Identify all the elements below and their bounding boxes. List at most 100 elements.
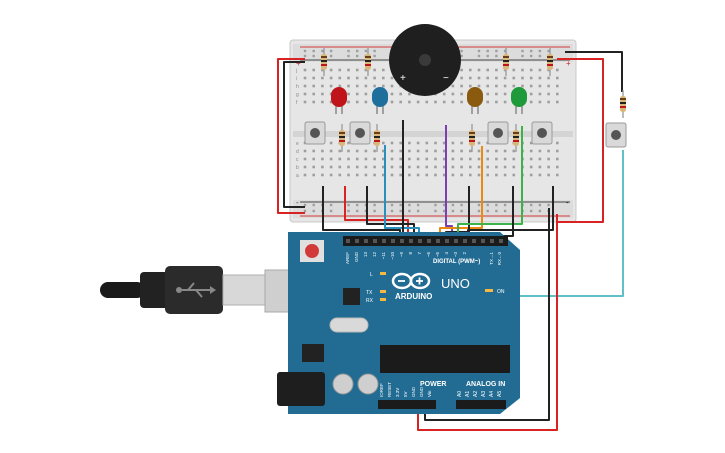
breadboard-hole[interactable]: [312, 165, 315, 169]
header-pin[interactable]: [355, 239, 359, 243]
breadboard-hole[interactable]: [408, 92, 411, 96]
breadboard-hole[interactable]: [355, 84, 359, 88]
breadboard-hole[interactable]: [329, 76, 333, 80]
breadboard-hole[interactable]: [312, 84, 315, 88]
rail-hole[interactable]: [538, 203, 542, 207]
breadboard-hole[interactable]: [364, 173, 368, 177]
rail-hole[interactable]: [521, 49, 524, 53]
breadboard-hole[interactable]: [451, 149, 455, 153]
breadboard-hole[interactable]: [477, 76, 481, 80]
breadboard-hole[interactable]: [529, 157, 533, 161]
breadboard-hole[interactable]: [425, 165, 429, 169]
header-pin[interactable]: [391, 239, 395, 243]
rail-hole[interactable]: [495, 203, 498, 207]
breadboard-hole[interactable]: [538, 157, 542, 161]
breadboard-hole[interactable]: [321, 100, 324, 104]
breadboard-hole[interactable]: [338, 84, 342, 88]
rail-hole[interactable]: [390, 203, 394, 207]
breadboard-hole[interactable]: [460, 157, 463, 161]
breadboard-hole[interactable]: [321, 84, 324, 88]
rail-hole[interactable]: [356, 203, 359, 207]
breadboard-hole[interactable]: [312, 157, 315, 161]
rail-hole[interactable]: [503, 49, 507, 53]
breadboard-hole[interactable]: [382, 76, 385, 80]
breadboard-hole[interactable]: [547, 68, 550, 72]
rail-hole[interactable]: [312, 54, 315, 58]
breadboard-hole[interactable]: [486, 84, 489, 88]
arduino-uno[interactable]: ARDUINO UNO DIGITAL (PWM~) POWER ANALOG …: [277, 232, 520, 414]
breadboard-hole[interactable]: [451, 157, 455, 161]
breadboard-hole[interactable]: [382, 157, 385, 161]
resistor-external[interactable]: [620, 90, 626, 118]
breadboard-hole[interactable]: [538, 165, 542, 169]
header-pin[interactable]: [481, 239, 485, 243]
breadboard-hole[interactable]: [451, 100, 455, 104]
breadboard-hole[interactable]: [538, 68, 542, 72]
breadboard-hole[interactable]: [477, 165, 481, 169]
rail-hole[interactable]: [538, 54, 542, 58]
rail-hole[interactable]: [547, 203, 550, 207]
header-pin[interactable]: [409, 239, 413, 243]
breadboard-hole[interactable]: [469, 84, 472, 88]
breadboard-hole[interactable]: [538, 100, 542, 104]
breadboard-hole[interactable]: [303, 68, 307, 72]
breadboard-hole[interactable]: [547, 149, 550, 153]
push-button-1[interactable]: [304, 121, 326, 145]
rail-hole[interactable]: [312, 203, 315, 207]
rail-hole[interactable]: [486, 209, 489, 213]
breadboard-hole[interactable]: [355, 173, 359, 177]
breadboard-hole[interactable]: [495, 92, 498, 96]
breadboard-hole[interactable]: [477, 173, 481, 177]
breadboard-hole[interactable]: [425, 157, 429, 161]
breadboard-hole[interactable]: [355, 100, 359, 104]
breadboard-hole[interactable]: [382, 149, 385, 153]
header-pin[interactable]: [346, 239, 350, 243]
breadboard-hole[interactable]: [416, 157, 420, 161]
breadboard-hole[interactable]: [355, 68, 359, 72]
breadboard-hole[interactable]: [338, 165, 342, 169]
breadboard-hole[interactable]: [347, 141, 350, 145]
breadboard-hole[interactable]: [364, 76, 368, 80]
breadboard-hole[interactable]: [442, 157, 446, 161]
breadboard-hole[interactable]: [556, 157, 559, 161]
breadboard-hole[interactable]: [338, 76, 342, 80]
header-pin[interactable]: [472, 239, 476, 243]
breadboard-hole[interactable]: [469, 76, 472, 80]
usb-cable-icon[interactable]: [100, 266, 318, 314]
breadboard-hole[interactable]: [312, 100, 315, 104]
led-blue[interactable]: [372, 87, 388, 114]
header-pin[interactable]: [490, 239, 494, 243]
breadboard-hole[interactable]: [355, 149, 359, 153]
breadboard-hole[interactable]: [303, 100, 307, 104]
rail-hole[interactable]: [373, 49, 376, 53]
breadboard-hole[interactable]: [321, 165, 324, 169]
rail-hole[interactable]: [364, 49, 368, 53]
breadboard-hole[interactable]: [338, 173, 342, 177]
breadboard-hole[interactable]: [390, 100, 394, 104]
rail-hole[interactable]: [329, 54, 333, 58]
rail-hole[interactable]: [486, 203, 489, 207]
breadboard-hole[interactable]: [451, 141, 455, 145]
rail-hole[interactable]: [416, 203, 420, 207]
breadboard-hole[interactable]: [434, 100, 437, 104]
breadboard-hole[interactable]: [442, 165, 446, 169]
breadboard-hole[interactable]: [416, 100, 420, 104]
push-button-4[interactable]: [531, 121, 553, 145]
rail-hole[interactable]: [347, 209, 350, 213]
header-pin[interactable]: [499, 239, 503, 243]
rail-hole[interactable]: [495, 209, 498, 213]
rail-hole[interactable]: [312, 49, 315, 53]
breadboard-hole[interactable]: [469, 149, 472, 153]
breadboard-hole[interactable]: [495, 157, 498, 161]
breadboard-hole[interactable]: [460, 76, 463, 80]
breadboard-hole[interactable]: [547, 92, 550, 96]
breadboard-hole[interactable]: [416, 149, 420, 153]
led-amber[interactable]: [467, 87, 483, 114]
rail-hole[interactable]: [538, 49, 542, 53]
header-pin[interactable]: [463, 239, 467, 243]
breadboard-hole[interactable]: [460, 68, 463, 72]
breadboard-hole[interactable]: [477, 141, 481, 145]
breadboard-hole[interactable]: [495, 84, 498, 88]
rail-hole[interactable]: [329, 203, 333, 207]
breadboard-hole[interactable]: [486, 76, 489, 80]
